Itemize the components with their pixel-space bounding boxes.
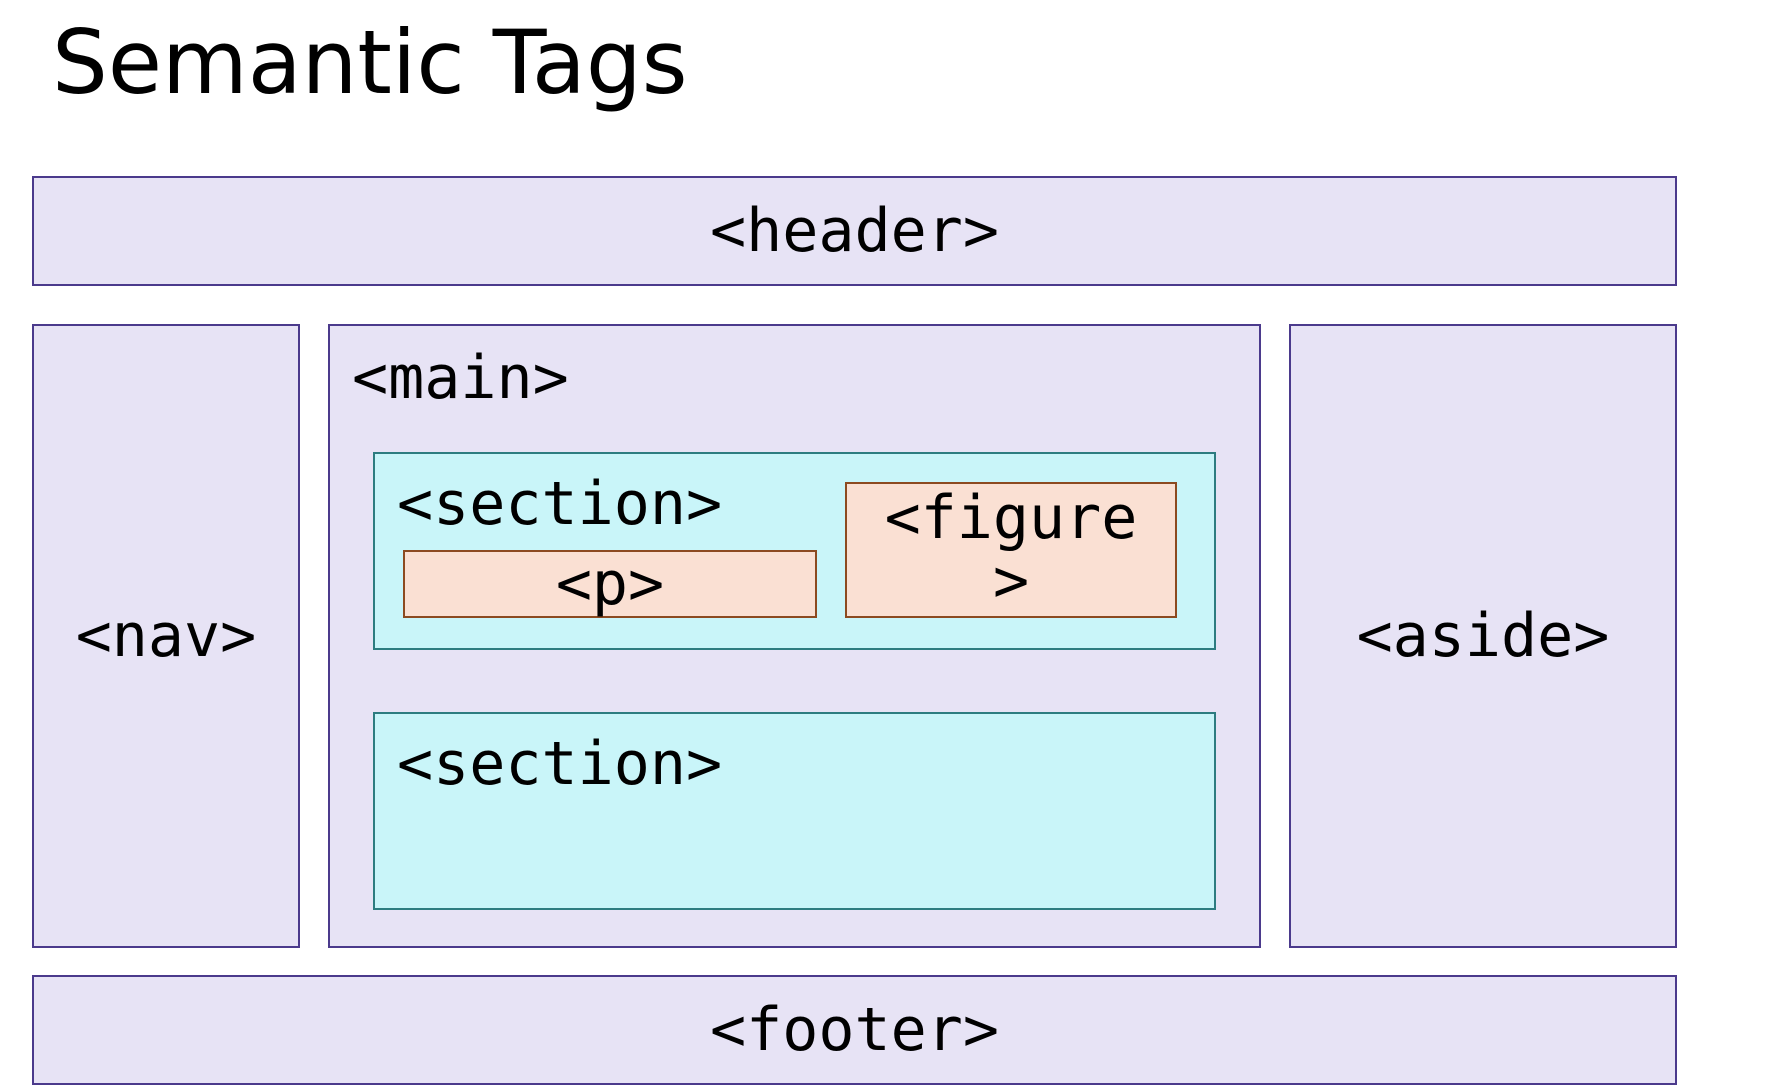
header-label: <header> <box>710 196 999 266</box>
section-box-2: <section> <box>373 712 1216 910</box>
section-box-1: <section> <p> <figure > <box>373 452 1216 650</box>
nav-box: <nav> <box>32 324 300 948</box>
main-box: <main> <section> <p> <figure > <section> <box>328 324 1261 948</box>
section-label-2: <section> <box>397 729 723 799</box>
footer-box: <footer> <box>32 975 1677 1085</box>
header-box: <header> <box>32 176 1677 286</box>
figure-box: <figure > <box>845 482 1177 618</box>
figure-label-line2: > <box>992 546 1030 616</box>
aside-label: <aside> <box>1356 601 1610 671</box>
paragraph-box: <p> <box>403 550 817 618</box>
nav-label: <nav> <box>75 601 257 671</box>
section-label-1: <section> <box>397 469 723 539</box>
figure-label-line1: <figure <box>884 483 1138 553</box>
page-title: Semantic Tags <box>52 11 688 114</box>
paragraph-label: <p> <box>555 549 665 619</box>
aside-box: <aside> <box>1289 324 1677 948</box>
footer-label: <footer> <box>710 995 999 1065</box>
main-label: <main> <box>352 343 569 413</box>
